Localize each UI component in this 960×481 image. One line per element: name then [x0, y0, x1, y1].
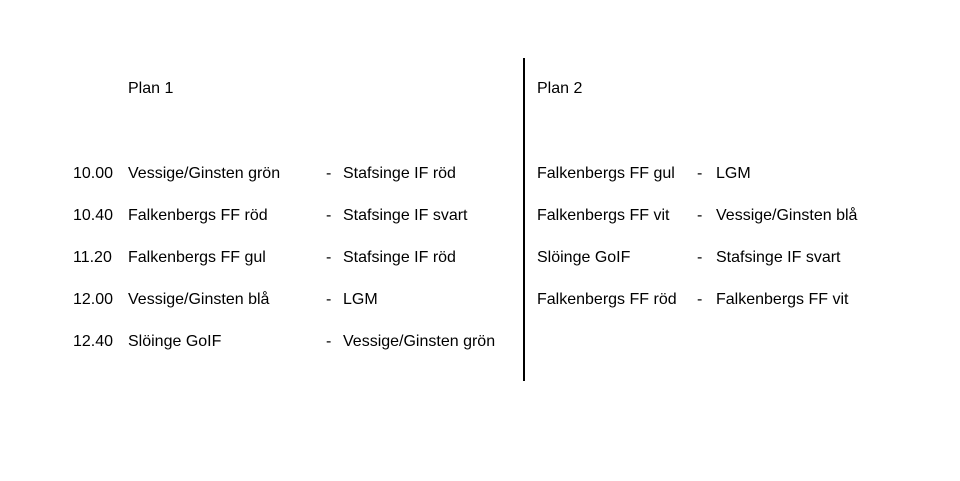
plan-1-separator: - — [326, 249, 332, 266]
plan-2-heading: Plan 2 — [537, 80, 583, 97]
plan-2-away-team: Falkenbergs FF vit — [716, 291, 849, 308]
plan-1-separator: - — [326, 333, 332, 350]
plan-1-separator: - — [326, 165, 332, 182]
plan-1-away-team: LGM — [343, 291, 378, 308]
plan-1-home-team: Falkenbergs FF röd — [128, 207, 268, 224]
plan-2-away-team: LGM — [716, 165, 751, 182]
plan-2-separator: - — [697, 291, 703, 308]
plan-1-home-team: Vessige/Ginsten blå — [128, 291, 270, 308]
plan-1-home-team: Falkenbergs FF gul — [128, 249, 266, 266]
plan-1-separator: - — [326, 207, 332, 224]
plan-2-away-team: Vessige/Ginsten blå — [716, 207, 858, 224]
match-time: 10.40 — [73, 207, 114, 224]
match-time: 10.00 — [73, 165, 114, 182]
plan-1-away-team: Stafsinge IF röd — [343, 165, 456, 182]
plan-2-separator: - — [697, 249, 703, 266]
plan-2-home-team: Slöinge GoIF — [537, 249, 631, 266]
plan-1-away-team: Vessige/Ginsten grön — [343, 333, 496, 350]
plan-2-separator: - — [697, 165, 703, 182]
plan-1-home-team: Vessige/Ginsten grön — [128, 165, 281, 182]
column-divider — [523, 58, 525, 381]
match-time: 11.20 — [73, 249, 112, 266]
plan-1-away-team: Stafsinge IF svart — [343, 207, 468, 224]
plan-2-separator: - — [697, 207, 703, 224]
plan-2-home-team: Falkenbergs FF vit — [537, 207, 670, 224]
plan-2-home-team: Falkenbergs FF gul — [537, 165, 675, 182]
plan-1-heading: Plan 1 — [128, 80, 174, 97]
plan-2-away-team: Stafsinge IF svart — [716, 249, 841, 266]
plan-1-separator: - — [326, 291, 332, 308]
match-time: 12.40 — [73, 333, 114, 350]
match-time: 12.00 — [73, 291, 114, 308]
plan-1-away-team: Stafsinge IF röd — [343, 249, 456, 266]
plan-2-home-team: Falkenbergs FF röd — [537, 291, 677, 308]
plan-1-home-team: Slöinge GoIF — [128, 333, 222, 350]
